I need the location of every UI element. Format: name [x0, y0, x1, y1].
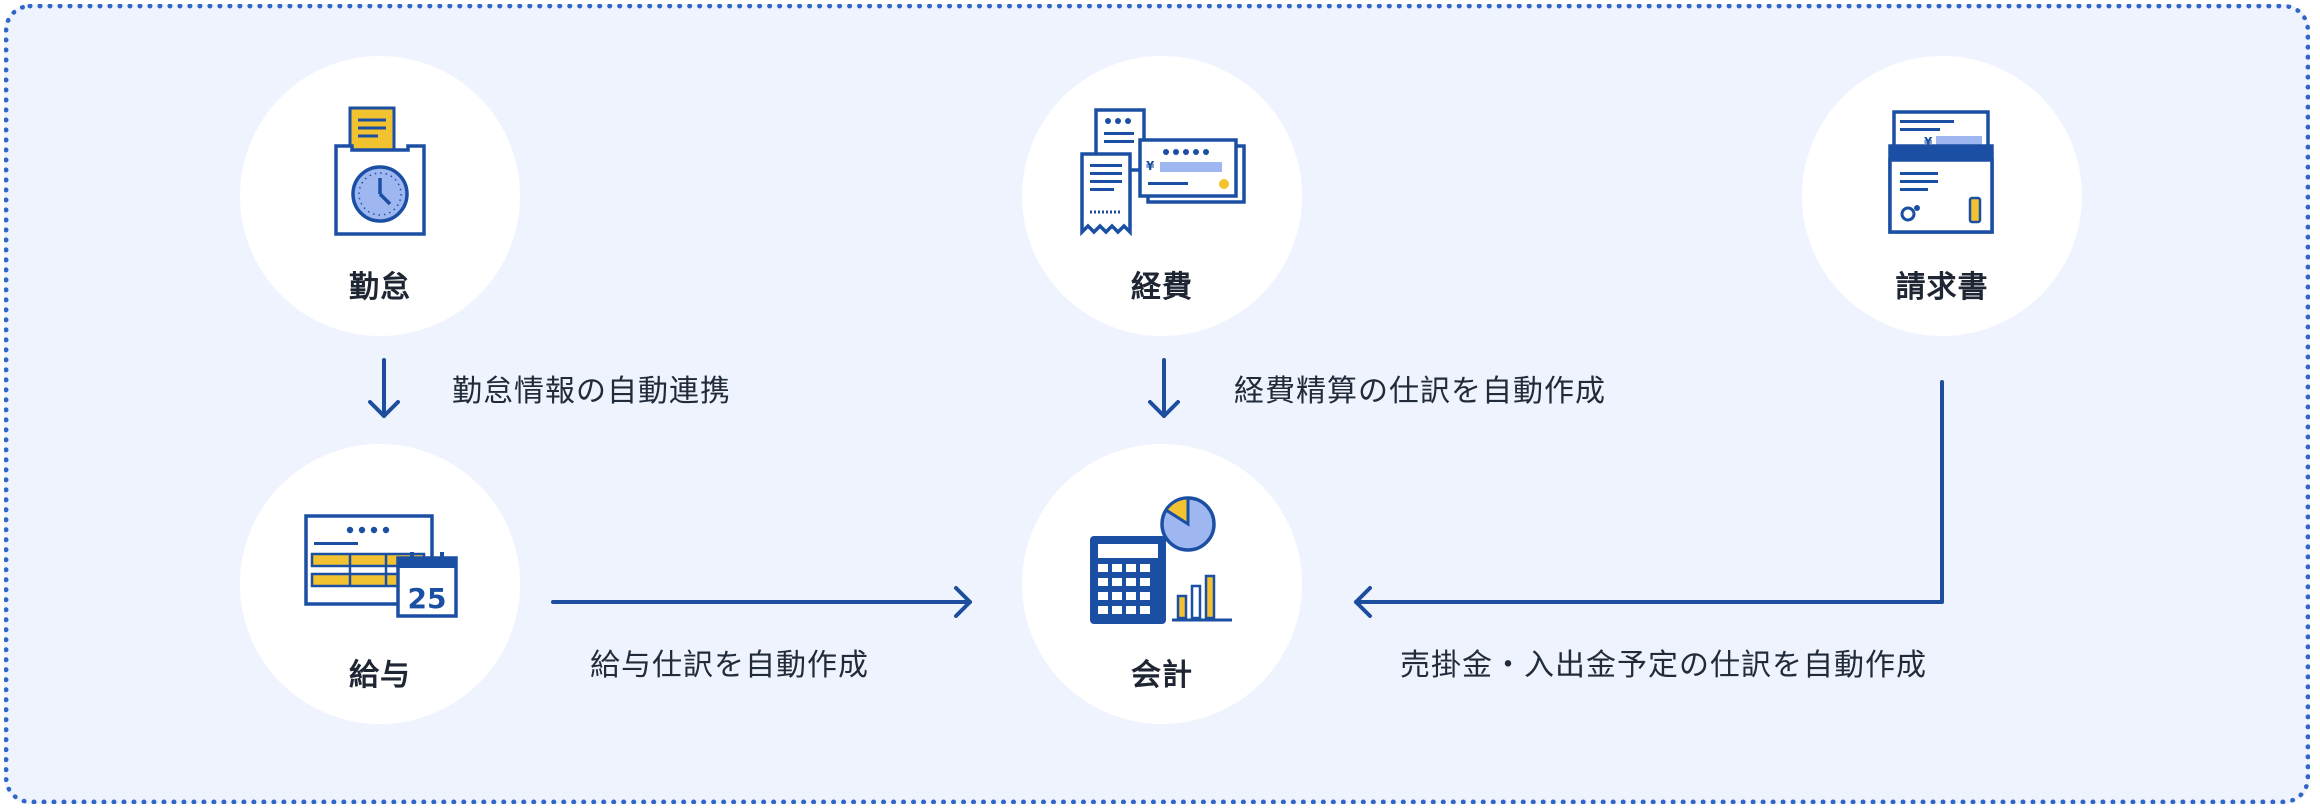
payroll-calendar-icon: 25	[304, 514, 458, 618]
edge-label-invoice-to-accounting: 売掛金・入出金予定の仕訳を自動作成	[1400, 648, 1927, 683]
node-accounting: 会計	[1022, 444, 1302, 724]
edge-label-expense-to-accounting: 経費精算の仕訳を自動作成	[1234, 374, 1606, 409]
svg-text:¥: ¥	[1146, 159, 1155, 173]
accounting-calculator-icon	[1090, 496, 1232, 624]
node-label: 給与	[349, 658, 411, 693]
node-expense: ¥ 経費	[1022, 56, 1302, 336]
node-attendance: 勤怠	[240, 56, 520, 336]
node-label: 勤怠	[349, 270, 411, 305]
arrow-attendance-to-payroll	[368, 358, 400, 418]
edge-label-payroll-to-accounting: 給与仕訳を自動作成	[590, 648, 869, 683]
attendance-timecard-icon	[334, 106, 426, 236]
node-label: 会計	[1131, 658, 1193, 693]
svg-text:¥: ¥	[1924, 135, 1933, 149]
invoice-envelope-icon: ¥	[1888, 110, 1994, 234]
expense-receipt-art: ¥	[1080, 108, 1246, 236]
edge-label-attendance-to-payroll: 勤怠情報の自動連携	[452, 374, 731, 409]
arrow-expense-to-accounting	[1148, 358, 1180, 418]
node-payroll: 25 給与	[240, 444, 520, 724]
node-label: 経費	[1131, 270, 1193, 305]
arrow-invoice-to-accounting	[1354, 380, 1944, 618]
arrow-payroll-to-accounting	[551, 586, 972, 618]
svg-text:25: 25	[408, 582, 447, 615]
node-label: 請求書	[1895, 270, 1989, 305]
node-invoice: ¥ 請求書	[1802, 56, 2082, 336]
